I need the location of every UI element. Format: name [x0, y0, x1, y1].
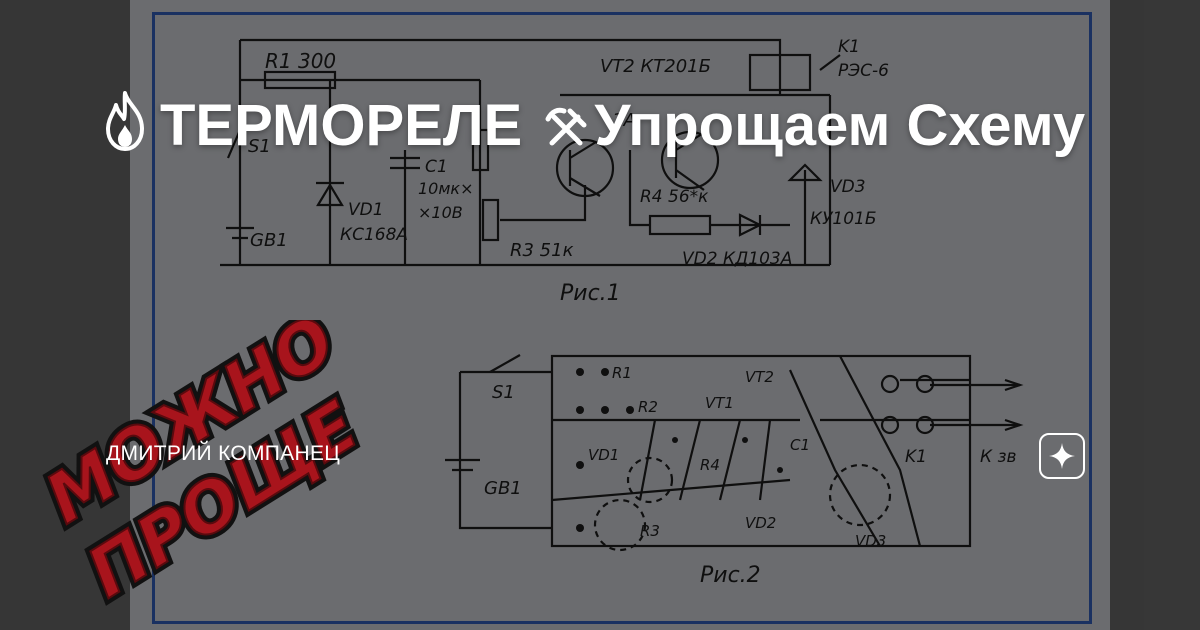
label-s1: S1	[248, 136, 271, 157]
label-vt1-rest: 1А	[612, 110, 636, 131]
label-vd3: VD3	[830, 177, 866, 197]
label-vd2: VD2 КД103А	[682, 249, 792, 269]
label-fig2-r2: R2	[638, 398, 658, 416]
label-gb1: GB1	[250, 230, 288, 251]
author-name[interactable]: ДМИТРИЙ КОМПАНЕЦ	[106, 442, 341, 465]
label-c1-value2: ×10В	[418, 203, 463, 222]
label-fig2-vd1: VD1	[588, 446, 619, 464]
label-fig2-vt2: VT2	[745, 368, 774, 386]
label-fig2-vd2: VD2	[745, 514, 776, 532]
fig2-caption: Рис.2	[700, 563, 761, 588]
label-vd1-type: КС168А	[340, 225, 408, 245]
label-fig2-k-zv: К зв	[980, 447, 1017, 467]
hammer-pick-icon	[545, 107, 587, 146]
label-fig2-vd3: VD3	[855, 532, 886, 550]
label-r4: R4 56*к	[640, 187, 709, 207]
label-fig2-vt1: VT1	[705, 394, 734, 412]
label-k1: K1	[838, 37, 860, 57]
schematic-paper	[130, 0, 1110, 630]
title-part2: Упрощаем Схему	[594, 93, 1086, 158]
fig1-caption: Рис.1	[560, 281, 621, 306]
stamp-mozhno-proshche: МОЖНО МОЖНО ПРОЩЕ ПРОЩЕ	[30, 320, 377, 619]
label-fig2-r4: R4	[700, 456, 720, 474]
label-vt2: VT2 КТ201Б	[600, 56, 711, 77]
label-vd3-type: КУ101Б	[810, 209, 877, 229]
label-c1-value1: 10мк×	[418, 179, 474, 198]
label-k1-type: РЭС-6	[838, 61, 889, 81]
label-vd1: VD1	[348, 200, 384, 220]
label-r1: R1 300	[265, 49, 336, 73]
label-fig2-k1: K1	[905, 447, 927, 467]
label-fig2-r3: R3	[640, 522, 660, 540]
label-r3: R3 51к	[510, 240, 574, 261]
sparkle-star-icon	[1049, 443, 1075, 469]
label-c1: C1	[425, 157, 448, 177]
label-fig2-r1: R1	[612, 364, 632, 382]
paper-frame	[152, 12, 1092, 624]
article-title[interactable]: ТЕРМОРЕЛЕ Упрощаем Схему	[100, 88, 1100, 164]
label-fig2-c1: C1	[790, 436, 810, 454]
sparkle-star-button[interactable]	[1039, 433, 1085, 479]
label-fig2-gb1: GB1	[484, 478, 522, 499]
title-part1: ТЕРМОРЕЛЕ	[160, 93, 523, 158]
flame-icon	[106, 91, 144, 151]
label-fig2-s1: S1	[492, 382, 515, 403]
